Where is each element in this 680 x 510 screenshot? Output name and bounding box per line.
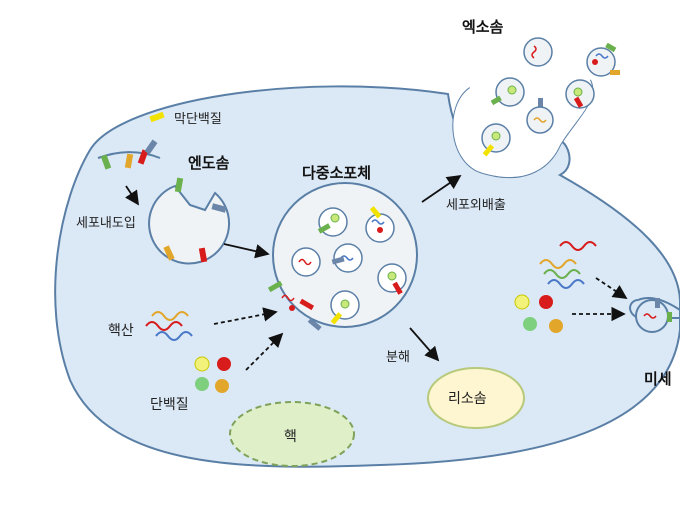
label-endocytosis: 세포내도입 (76, 216, 136, 231)
label-exosome: 엑소솜 (462, 18, 504, 36)
label-multivesicular-body: 다중소포체 (302, 164, 372, 182)
arrow-protein-to-mvb (245, 332, 284, 371)
nucleic-acids-left (145, 311, 193, 341)
endosome-vesicle (148, 177, 231, 265)
arrow-degradation (409, 327, 440, 362)
lysosome (427, 367, 525, 429)
label-protein: 단백질 (150, 397, 189, 413)
arrow-to-mvb (223, 243, 270, 259)
arrow-nucleic-to-mv (595, 277, 628, 299)
membrane-proteins (100, 111, 165, 170)
label-endosome: 엔도솜 (188, 154, 230, 172)
mvb-entry-cargo (267, 280, 322, 331)
label-degradation: 분해 (386, 350, 410, 365)
label-lysosome: 리소솜 (448, 391, 487, 407)
label-exocytosis: 세포외배출 (446, 198, 506, 213)
label-nucleus: 핵 (284, 429, 297, 445)
exosomes (481, 37, 620, 157)
proteins-left (194, 356, 231, 393)
nucleus (229, 401, 355, 467)
multivesicular-body (272, 182, 418, 328)
arrow-endocytosis (125, 185, 139, 206)
arrow-exocytosis (421, 174, 462, 203)
label-microvesicle: 미세 (644, 370, 672, 388)
label-nucleic-acid: 핵산 (108, 323, 134, 339)
proteins-right (514, 294, 563, 333)
nucleic-acids-right (539, 241, 597, 289)
microvesicle-bud (635, 299, 669, 333)
arrow-nucleic-to-mvb (213, 307, 278, 325)
label-membrane-protein: 막단백질 (174, 112, 222, 127)
